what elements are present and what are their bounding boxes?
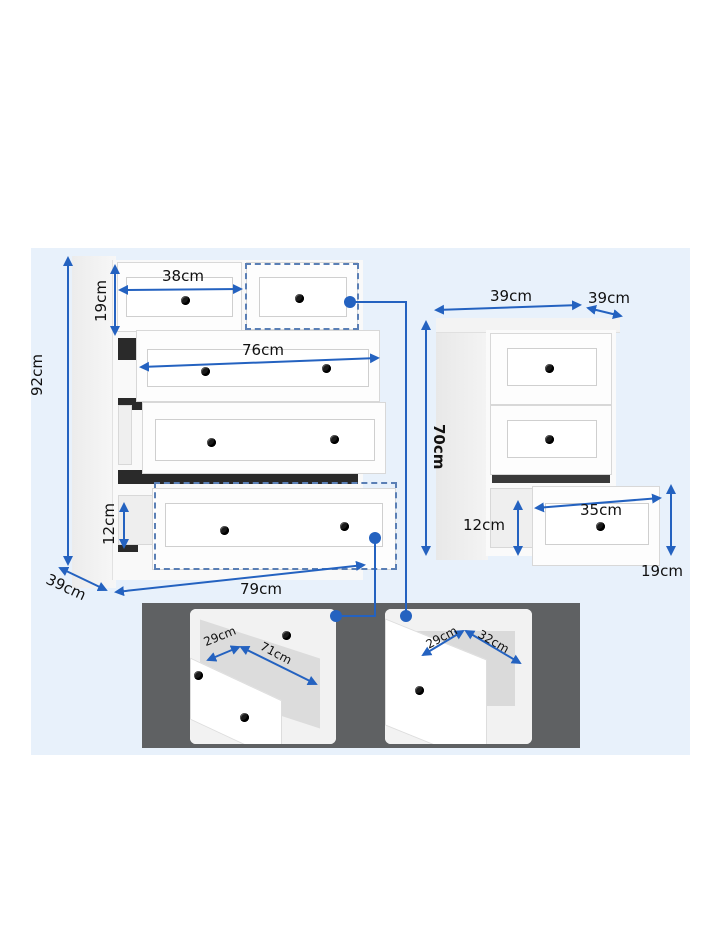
dim-79cm — [114, 560, 366, 597]
knob-icon — [207, 438, 216, 447]
knob-icon — [240, 713, 249, 722]
knob-icon — [330, 435, 339, 444]
dim-39cm-depth — [58, 566, 108, 592]
knob-icon — [220, 526, 229, 535]
knob-icon — [415, 686, 424, 695]
dresser-drawer-3 — [118, 405, 132, 465]
label-nightstand-drawer-height: 19cm — [641, 562, 683, 580]
knob-icon — [545, 364, 554, 373]
drawer-slot — [492, 475, 610, 483]
dim-76cm — [139, 353, 380, 372]
knob-icon — [340, 522, 349, 531]
dim-ns-39cm-depth — [586, 305, 623, 319]
knob-icon — [282, 631, 291, 640]
label-top-drawer-width: 38cm — [162, 267, 204, 285]
dresser-drawer-3-front — [142, 402, 386, 474]
label-nightstand-drawer-width: 35cm — [580, 501, 622, 519]
knob-icon — [545, 435, 554, 444]
label-drawer-height: 12cm — [100, 503, 118, 545]
dresser-side-panel — [72, 256, 116, 588]
drawer-slot — [118, 338, 138, 360]
dim-38cm — [118, 284, 243, 295]
label-dresser-height: 92cm — [28, 354, 46, 396]
callout-dot — [344, 296, 356, 308]
nightstand-side — [436, 320, 488, 560]
nightstand-drawer-2 — [490, 405, 612, 475]
connector-top-drawer — [350, 301, 407, 616]
label-dresser-width: 79cm — [240, 580, 282, 598]
callout-dot — [369, 532, 381, 544]
callout-dot — [400, 610, 412, 622]
label-nightstand-height: 70cm — [430, 424, 448, 470]
knob-icon — [181, 296, 190, 305]
dim-detail-29cm-a — [206, 645, 241, 662]
connector-bottom-drawer — [336, 538, 376, 617]
knob-icon — [295, 294, 304, 303]
highlight-top-right-drawer — [245, 263, 359, 330]
nightstand-drawer-1 — [490, 333, 612, 405]
label-inner-width: 76cm — [242, 341, 284, 359]
dim-35cm — [534, 493, 662, 513]
knob-icon — [596, 522, 605, 531]
nightstand-drawer-3-side — [490, 488, 534, 548]
label-nightstand-width: 39cm — [490, 287, 532, 305]
label-nightstand-depth: 39cm — [588, 289, 630, 307]
dim-ns-39cm-width — [434, 300, 582, 315]
label-top-drawer-height: 19cm — [92, 280, 110, 322]
dim-detail-71cm — [239, 646, 318, 685]
dresser-bottom-drawer — [152, 488, 396, 570]
dim-detail-29cm-b — [421, 629, 465, 657]
dim-detail-32cm — [464, 629, 522, 665]
knob-icon — [194, 671, 203, 680]
label-nightstand-drawer-inner-height: 12cm — [463, 516, 505, 534]
callout-dot — [330, 610, 342, 622]
